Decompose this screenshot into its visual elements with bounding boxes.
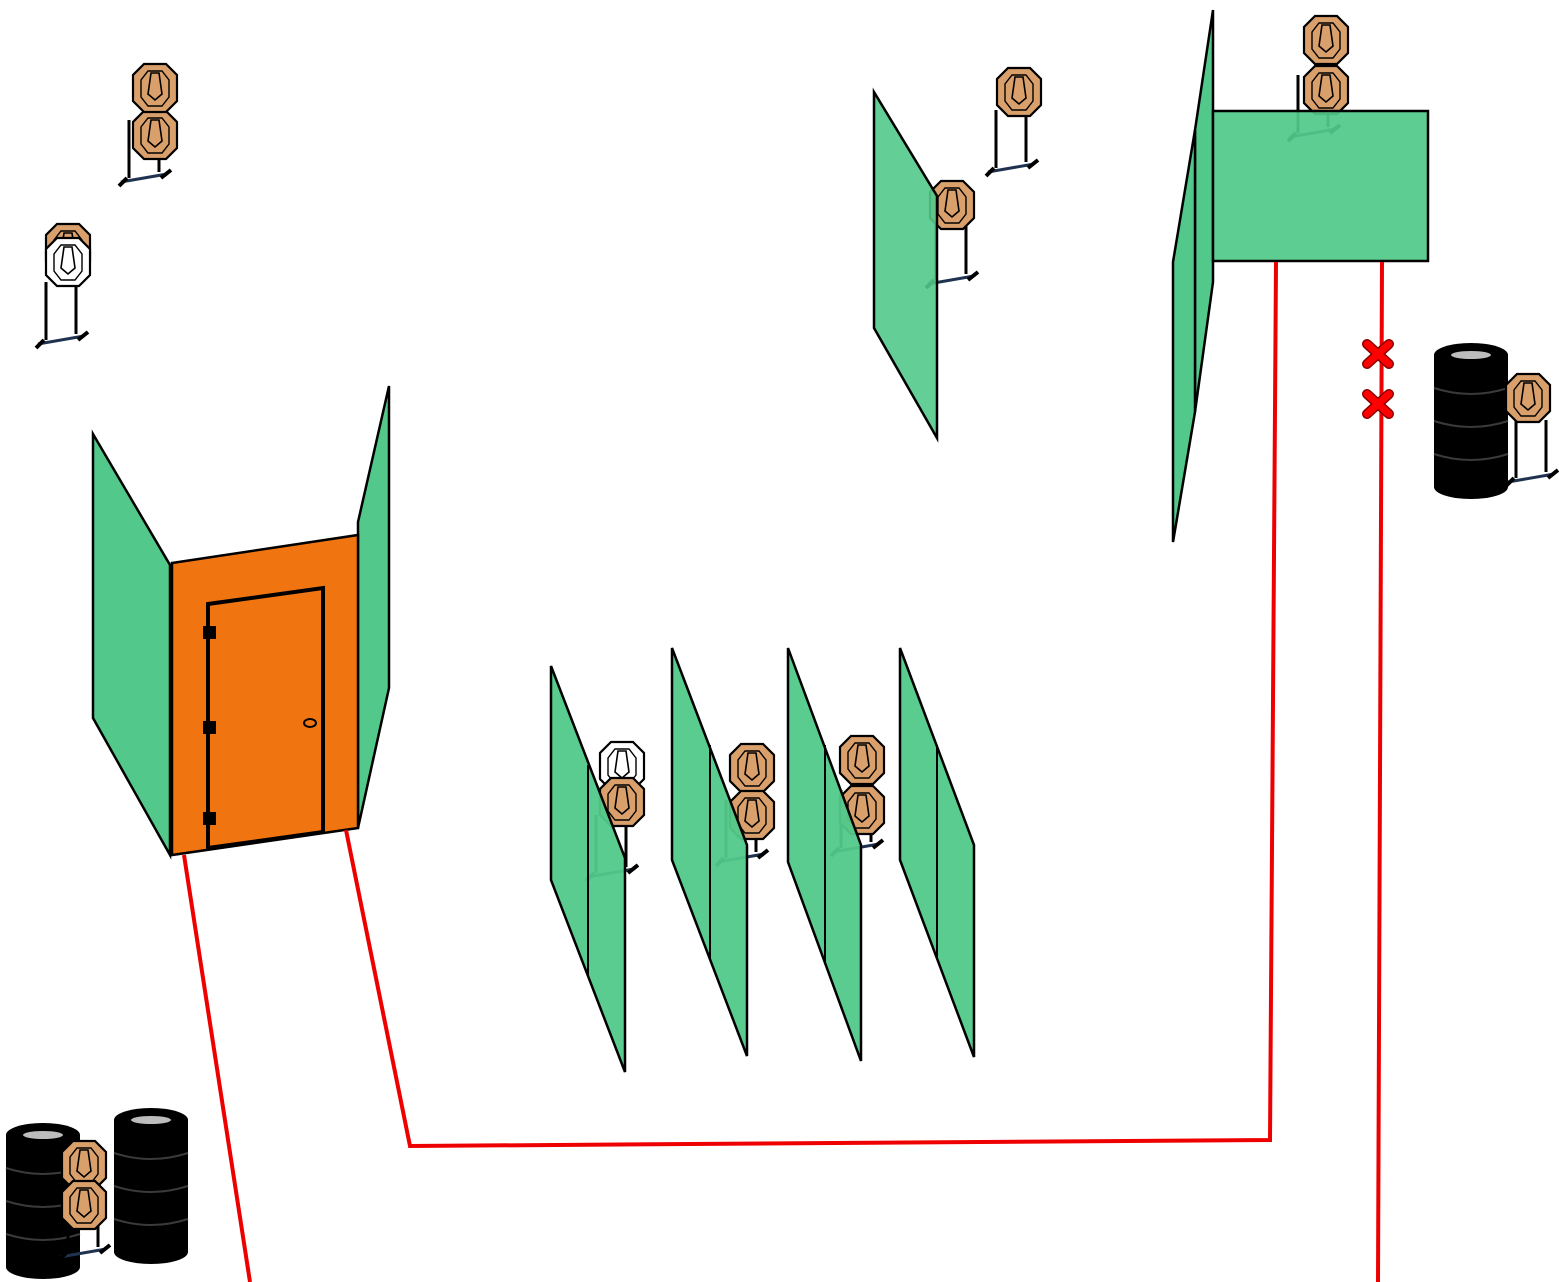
paper-target <box>1504 372 1552 424</box>
wall-panel-front <box>1211 109 1430 263</box>
wall-panel <box>1171 129 1197 543</box>
wall-panel <box>1193 9 1215 413</box>
top-right-structure <box>1171 9 1430 543</box>
target-stand-top-center <box>984 66 1043 178</box>
target-stand-stacked-top-left <box>117 62 179 188</box>
wall-panel-left-wing <box>91 429 172 860</box>
paper-target <box>131 109 179 161</box>
target-stand-no-shoot-left <box>34 222 92 350</box>
door-knob <box>303 718 317 728</box>
door-hinge <box>203 812 216 825</box>
fault-marker-x <box>1367 394 1389 414</box>
door <box>206 585 325 851</box>
door-assembly <box>91 385 391 860</box>
fault-marker-x <box>1367 344 1389 364</box>
barrel-target-bottom-left <box>5 1107 189 1280</box>
wall-panel <box>872 87 939 443</box>
door-hinge <box>203 721 216 734</box>
wall-panel-right-wing <box>356 385 391 829</box>
barrel-stack <box>1433 342 1509 500</box>
paper-target <box>1302 64 1350 116</box>
wall-with-target-top-center <box>872 87 980 443</box>
paper-target <box>728 742 776 794</box>
center-target-group <box>549 647 976 1073</box>
paper-target <box>1302 14 1350 66</box>
paper-target <box>838 734 886 786</box>
paper-target <box>60 1179 108 1231</box>
barrel-target-right <box>1433 342 1559 500</box>
fault-lines <box>182 261 1389 1282</box>
fault-line <box>182 854 252 1282</box>
no-shoot-target <box>44 236 92 288</box>
barrel-stack <box>113 1107 189 1265</box>
fault-line <box>1376 261 1384 1282</box>
fault-line <box>344 261 1278 1149</box>
paper-target <box>131 62 179 114</box>
door-hinge <box>203 626 216 639</box>
paper-target <box>995 66 1043 118</box>
